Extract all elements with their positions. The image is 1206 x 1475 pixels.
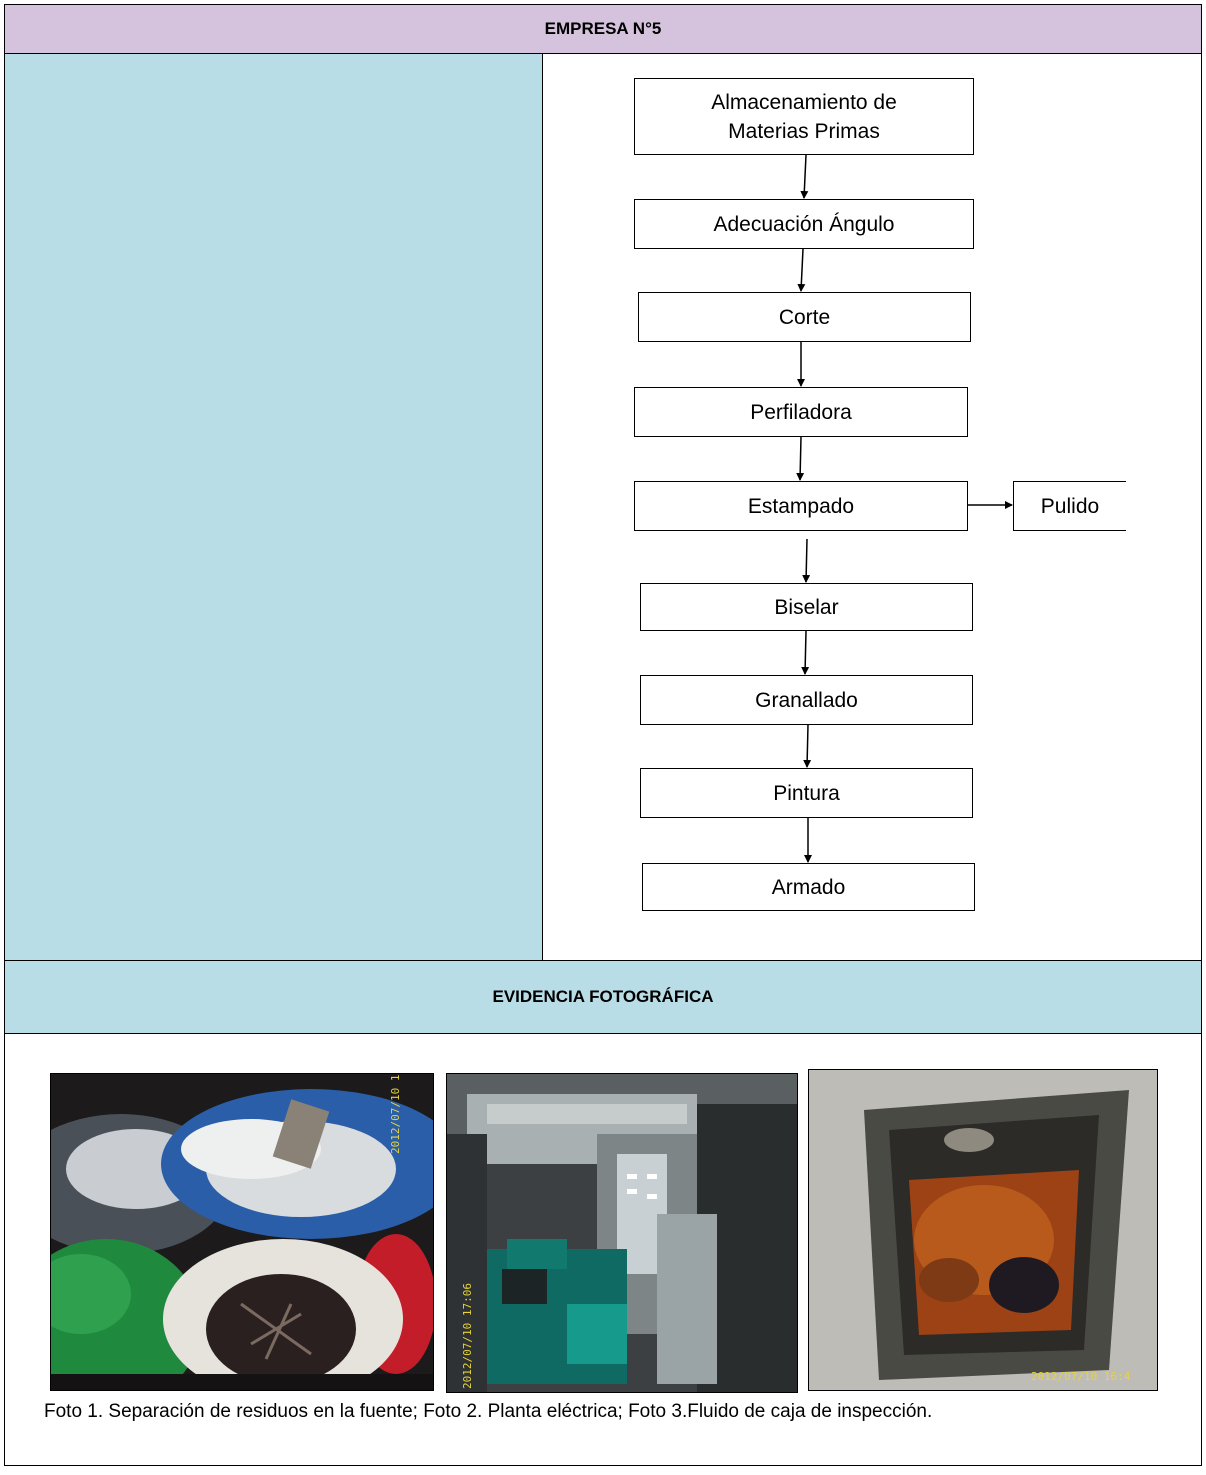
arrow-4 [796, 436, 805, 481]
step-label: Granallado [755, 688, 858, 712]
step-label: Almacenamiento de Materias Primas [711, 90, 897, 143]
photo-3-image [809, 1070, 1157, 1390]
step-pintura: Pintura [640, 768, 973, 818]
step-label: Estampado [747, 494, 855, 518]
step-label: Pulido [1040, 494, 1100, 518]
flowchart-arrows [796, 154, 1013, 863]
company-title: EMPRESA N°5 [544, 19, 662, 38]
step-estampado: Estampado [634, 481, 968, 531]
step-label: Perfiladora [750, 400, 852, 424]
step-label: Adecuación Ángulo [713, 212, 895, 236]
arrow-2 [797, 248, 806, 292]
step-label: Biselar [774, 595, 839, 619]
step-granallado: Granallado [640, 675, 973, 725]
photo-2-timestamp: 2012/07/10 17:06 [461, 1283, 474, 1389]
left-empty-cell [4, 53, 543, 961]
company-header: EMPRESA N°5 [4, 4, 1202, 54]
photo-waste-separation: 2012/07/10 16:32 [50, 1073, 434, 1391]
arrow-6 [801, 630, 810, 675]
step-perfiladora: Perfiladora [634, 387, 968, 437]
evidence-header: EVIDENCIA FOTOGRÁFICA [4, 960, 1202, 1034]
evidence-title: EVIDENCIA FOTOGRÁFICA [492, 987, 714, 1006]
arrow-5 [802, 538, 811, 583]
step-label: Armado [771, 875, 846, 899]
step-armado: Armado [642, 863, 975, 911]
photo-1-image [51, 1074, 433, 1390]
arrow-1 [800, 154, 809, 199]
step-biselar: Biselar [640, 583, 973, 631]
step-label: Pintura [773, 781, 840, 805]
step-corte: Corte [638, 292, 971, 342]
step-almacenamiento: Almacenamiento de Materias Primas [634, 78, 974, 155]
photo-caption: Foto 1. Separación de residuos en la fue… [44, 1401, 933, 1422]
photo-power-plant: 2012/07/10 17:06 [446, 1073, 798, 1393]
step-adecuacion: Adecuación Ángulo [634, 199, 974, 249]
step-pulido: Pulido [1013, 481, 1126, 531]
photo-inspection-box: 2012/07/10 16:4 [808, 1069, 1158, 1391]
step-label: Corte [778, 305, 831, 329]
photo-3-timestamp: 2012/07/10 16:4 [1031, 1370, 1131, 1383]
photo-1-timestamp: 2012/07/10 16:32 [389, 1073, 402, 1154]
photo-2-image [447, 1074, 797, 1392]
arrow-7 [803, 724, 812, 768]
